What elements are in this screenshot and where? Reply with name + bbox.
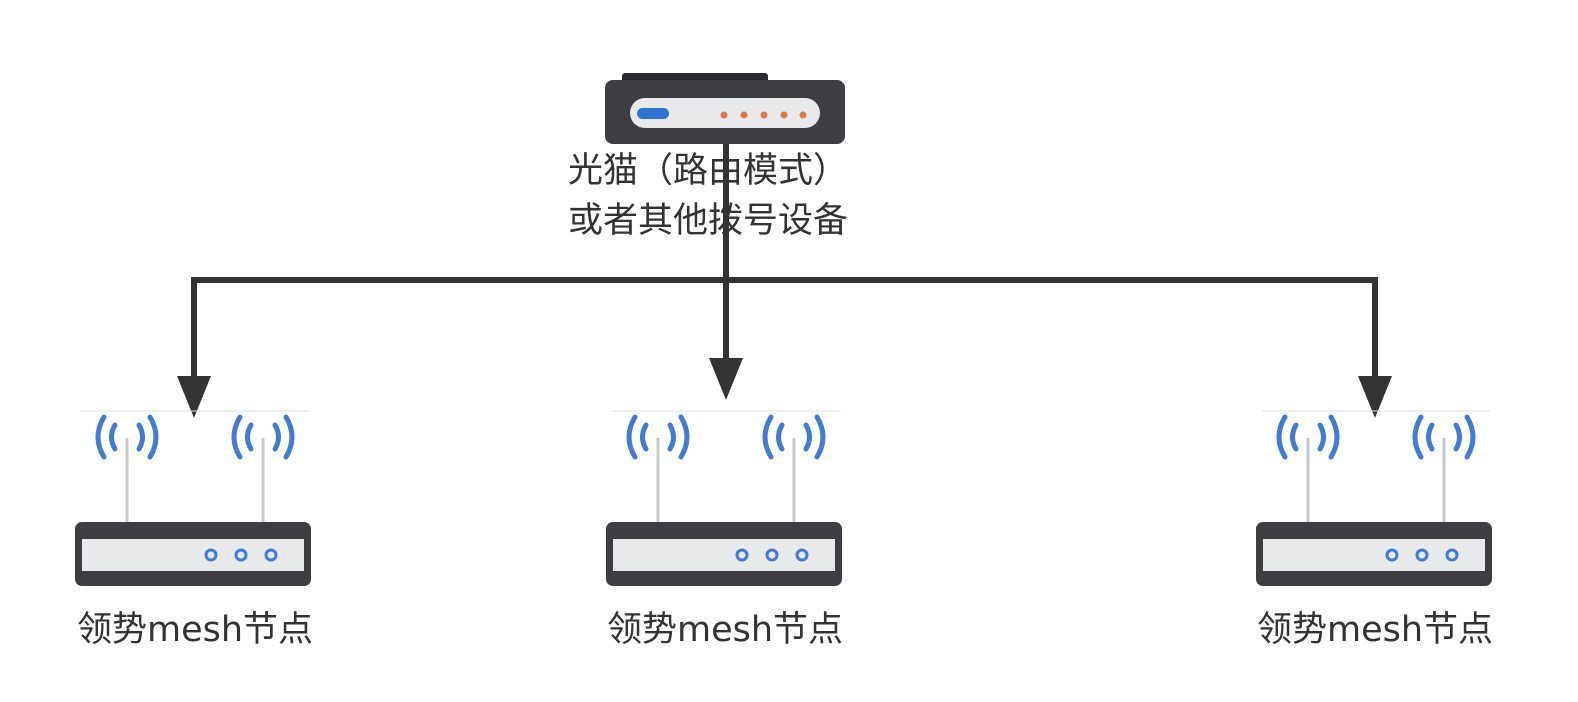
antenna-left [95,414,159,522]
arrowheads [177,358,1392,418]
arrowhead-right [1358,376,1392,418]
wifi-router-icon [606,522,842,586]
modem-label-line2: 或者其他拨号设备 [568,201,849,241]
mesh-node-label-left: 领势mesh节点 [76,610,314,650]
antenna-right [762,414,826,522]
antenna-left [1276,414,1340,522]
modem-label: 光猫（路由模式） 或者其他拨号设备 [568,146,848,246]
connectors [191,140,1378,378]
arrowhead-middle [709,358,743,400]
antenna-right [1412,414,1476,522]
arrowhead-left [177,376,211,418]
mesh-node-left [75,410,311,586]
wifi-signal-icon [1412,414,1476,460]
mesh-node-right [1256,410,1492,586]
antenna-left [626,414,690,522]
wifi-router-icon [1256,522,1492,586]
wifi-signal-icon [231,414,295,460]
wifi-signal-icon [762,414,826,460]
wifi-signal-icon [95,414,159,460]
mesh-node-label-middle: 领势mesh节点 [606,610,844,650]
antenna-right [231,414,295,522]
modem-label-line1: 光猫（路由模式） [568,151,849,191]
mesh-node-middle [606,410,842,586]
wifi-signal-icon [1276,414,1340,460]
wifi-router-icon [75,522,311,586]
modem-icon [605,73,845,144]
wifi-signal-icon [626,414,690,460]
mesh-node-label-right: 领势mesh节点 [1256,610,1494,650]
